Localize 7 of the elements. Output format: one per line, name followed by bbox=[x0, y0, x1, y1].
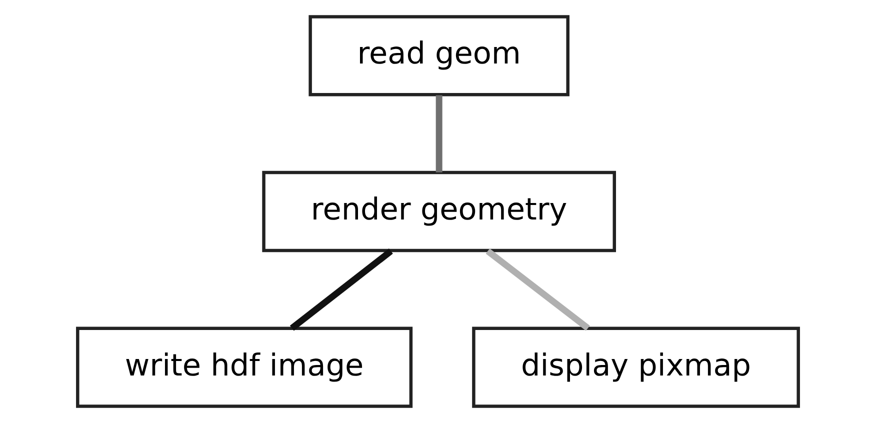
connector bbox=[289, 248, 392, 331]
node-box: render geometry bbox=[262, 170, 616, 252]
connector bbox=[435, 95, 442, 172]
node-box: display pixmap bbox=[472, 326, 800, 408]
node-box: read geom bbox=[308, 15, 569, 96]
connector bbox=[485, 248, 590, 331]
node-box: write hdf image bbox=[76, 326, 412, 408]
